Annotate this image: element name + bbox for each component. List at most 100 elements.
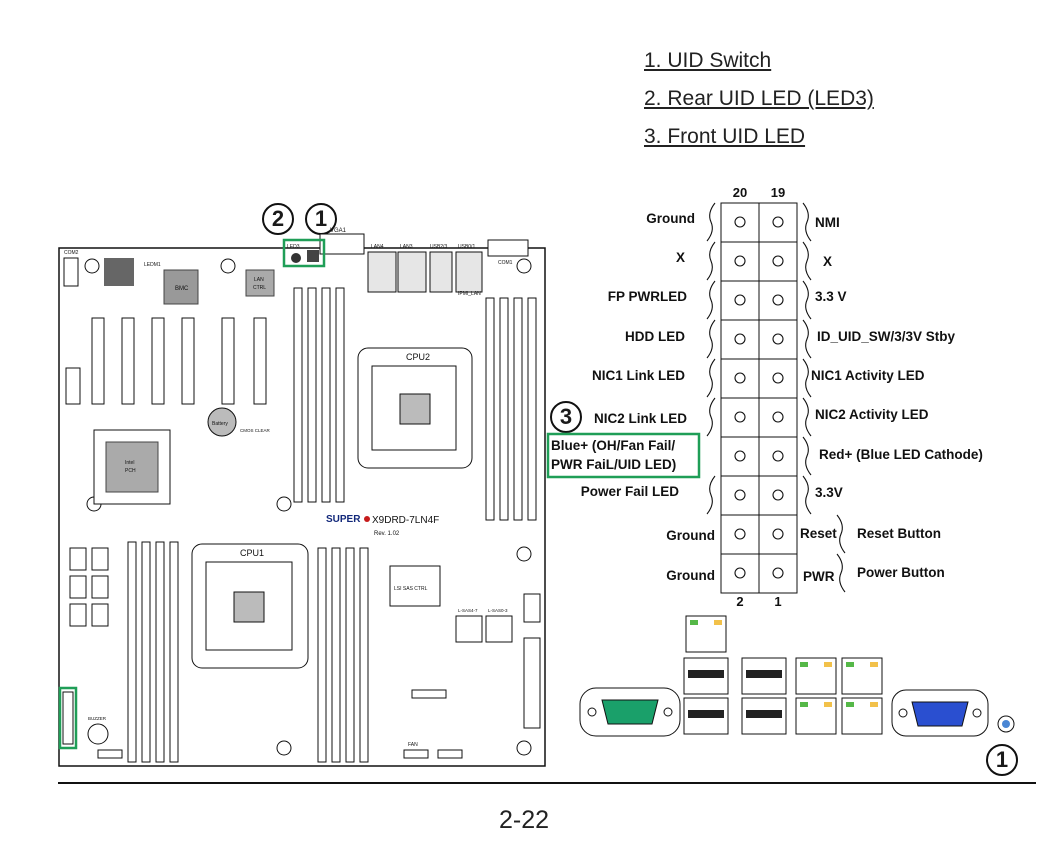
motherboard-diagram: VGA1 LAN4 LAN3 USB2/3 USB0/1 IPMI_LAN CO…: [58, 228, 546, 767]
page-number: 2-22: [498, 806, 550, 834]
pins: [734, 216, 784, 579]
screw-icon: [972, 708, 982, 718]
buzzer: [87, 723, 109, 745]
sas47-connector: [455, 615, 483, 643]
vga-port[interactable]: [911, 701, 969, 727]
braces: [706, 202, 846, 593]
lan-led-green: [800, 662, 808, 667]
left-header: [65, 367, 81, 405]
lan-led-green: [846, 662, 854, 667]
usb23-port: [429, 251, 453, 293]
upper-dimm-slots: [293, 287, 537, 521]
legend: 1. UID Switch 2. Rear UID LED (LED3) 3. …: [644, 42, 874, 156]
buzzer-label: BUZZER: [88, 716, 107, 721]
com-port[interactable]: [601, 699, 659, 725]
pin-label-power-button: Power Button: [857, 565, 945, 580]
jumper-block: [411, 689, 447, 699]
pch-label1: Intel: [125, 460, 134, 466]
screw-hole: [84, 258, 100, 274]
lan4-label: LAN4: [371, 244, 384, 250]
model-label: X9DRD-7LN4F: [372, 515, 439, 526]
pin-grid: [721, 241, 797, 555]
pin-label-nic2-activity: NIC2 Activity LED: [815, 407, 929, 422]
com2-header: [63, 257, 79, 287]
screw-hole: [516, 740, 532, 756]
pin-label-blue-plus-1: Blue+ (OH/Fan Fail/: [551, 438, 675, 453]
blue-led-highlight: [546, 432, 701, 479]
lan-led-green: [800, 702, 808, 707]
lan-ctrl-chip: [245, 269, 275, 297]
fan-header: [437, 749, 463, 759]
pcie-slot: [181, 317, 195, 405]
fan-header: [97, 749, 123, 759]
pcie-slot: [253, 317, 267, 405]
led3-label: LED3: [287, 244, 300, 250]
sata-ports: [69, 547, 109, 627]
callout-rear-uid-led: 2: [262, 203, 294, 235]
usb-port: [746, 710, 782, 718]
callout-uid-switch-rear: 1: [986, 744, 1018, 776]
rear-uid-led: [291, 253, 301, 263]
usb-port: [688, 670, 724, 678]
cpu2-die: [399, 393, 431, 425]
pcie-slot: [151, 317, 165, 405]
lan-led-amber: [714, 620, 722, 625]
pin-label-nic2-link: NIC2 Link LED: [594, 411, 687, 426]
pin-label-3v3: 3.3 V: [815, 289, 847, 304]
callout-front-uid-led-header: 3: [550, 401, 582, 433]
com1-connector: [487, 239, 529, 257]
pcie-slot: [121, 317, 135, 405]
screw-icon: [587, 707, 597, 717]
bmc-chip: [163, 269, 199, 305]
legend-uid-switch[interactable]: 1. UID Switch: [644, 49, 772, 72]
pin-label-3v3-b: 3.3V: [815, 485, 843, 500]
ledm1-label: LEDM1: [144, 262, 161, 268]
ipmi-lan-label: IPMI_LAN: [458, 291, 481, 297]
front-panel-pinout: 20 19 2 1: [546, 185, 983, 609]
fan-header: [403, 749, 429, 759]
brand-label: SUPER: [326, 514, 361, 525]
pin-label-nic1-link: NIC1 Link LED: [592, 368, 685, 383]
uid-button[interactable]: [1002, 720, 1010, 728]
lan3-port: [397, 251, 427, 293]
pch-label2: PCH: [125, 468, 136, 474]
brand-dot: [364, 516, 370, 522]
usb-port: [688, 710, 724, 718]
screw-hole: [276, 496, 292, 512]
pin-label-x-left: X: [676, 250, 685, 265]
screw-hole: [516, 258, 532, 274]
pin-label-ground-pwr: Ground: [666, 568, 715, 583]
bmc-label: BMC: [175, 286, 189, 292]
pin-label-nic1-activity: NIC1 Activity LED: [811, 368, 925, 383]
pin-label-x-right: X: [823, 254, 832, 269]
lan-led-green: [846, 702, 854, 707]
pch-chip: [105, 441, 159, 493]
pin-label-reset: Reset: [800, 526, 837, 541]
pin-label-reset-button: Reset Button: [857, 526, 941, 541]
pin-label-red-plus: Red+ (Blue LED Cathode): [819, 447, 983, 462]
cpu2-label: CPU2: [406, 352, 430, 362]
fan-label: FAN: [408, 742, 418, 748]
uid-switch[interactable]: [307, 250, 319, 262]
lower-dimm-slots: [127, 541, 369, 763]
rev-label: Rev. 1.02: [374, 531, 400, 537]
pin-label-ground: Ground: [646, 211, 695, 226]
sas03-connector: [485, 615, 513, 643]
bottom-rule: [58, 782, 1036, 784]
lan4-port: [367, 251, 397, 293]
chip-top-left: [104, 258, 134, 286]
lsi-sas-chip: [389, 565, 441, 607]
usb-port: [746, 670, 782, 678]
pin-label-ground-reset: Ground: [666, 528, 715, 543]
pin-label-fp-pwrled: FP PWRLED: [608, 289, 688, 304]
battery-label: Battery: [212, 421, 228, 427]
com2-label: COM2: [64, 250, 79, 256]
legend-rear-uid-led[interactable]: 2. Rear UID LED (LED3): [644, 87, 874, 110]
legend-front-uid-led[interactable]: 3. Front UID LED: [644, 125, 806, 148]
screw-hole: [516, 546, 532, 562]
col-right-number: 19: [771, 185, 785, 200]
lan-led-green: [690, 620, 698, 625]
cmos-label: CMOS CLEAR: [240, 428, 271, 433]
pin-label-pwr: PWR: [803, 569, 835, 584]
screw-hole: [276, 740, 292, 756]
